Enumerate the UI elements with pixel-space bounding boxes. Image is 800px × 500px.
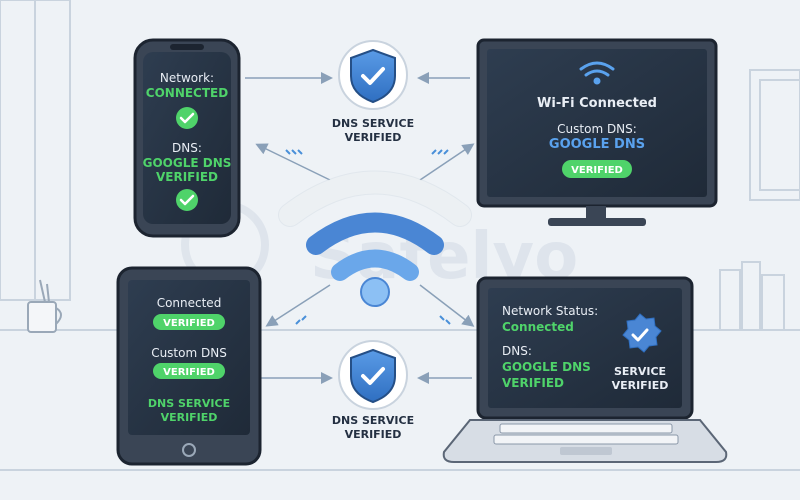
tablet-badge-2-text: VERIFIED: [163, 367, 215, 378]
phone-dns-value: GOOGLE DNS: [143, 156, 232, 170]
tablet-badge-2: [153, 363, 225, 379]
signal-chevrons: [285, 149, 451, 325]
monitor-device: Wi-Fi Connected Custom DNS: GOOGLE DNS V…: [476, 38, 718, 226]
monitor-verified-badge: [562, 160, 632, 178]
shield-bottom-label-1: DNS SERVICE: [332, 414, 414, 427]
tablet-badge-1-text: VERIFIED: [163, 318, 215, 329]
checkmark-icon: [361, 67, 385, 85]
keyboard: [493, 423, 679, 445]
dns-shield-bottom: DNS SERVICE VERIFIED: [332, 340, 414, 441]
laptop-network-label: Network Status:: [502, 304, 598, 318]
wifi-icon: [579, 61, 615, 85]
monitor-dns-label: Custom DNS:: [557, 122, 637, 136]
smartphone-device: Network: CONNECTED DNS: GOOGLE DNS VERIF…: [133, 38, 241, 238]
phone-dns-status: VERIFIED: [156, 170, 218, 184]
shield-top-label-1: DNS SERVICE: [332, 117, 414, 130]
monitor-dns-value: GOOGLE DNS: [549, 137, 645, 152]
phone-network-status: CONNECTED: [146, 86, 228, 100]
tablet-connection-label: Connected: [157, 296, 222, 310]
shield-top-label-2: VERIFIED: [345, 131, 402, 144]
phone-network-label: Network:: [160, 71, 214, 85]
laptop-dns-label: DNS:: [502, 344, 532, 358]
laptop-dns-status: VERIFIED: [502, 376, 564, 390]
tablet-device: Connected VERIFIED Custom DNS VERIFIED D…: [116, 266, 262, 466]
laptop-badge-label-2: VERIFIED: [612, 379, 669, 392]
tablet-badge-1: [153, 314, 225, 330]
monitor-verified-text: VERIFIED: [571, 165, 623, 176]
tablet-dns-label: Custom DNS: [151, 346, 227, 360]
laptop-dns-value: GOOGLE DNS: [502, 360, 591, 374]
monitor-wifi-status: Wi-Fi Connected: [537, 96, 657, 111]
laptop-network-status: Connected: [502, 320, 574, 334]
shield-bottom-label-2: VERIFIED: [345, 428, 402, 441]
laptop-badge-label-1: SERVICE: [614, 365, 666, 378]
dns-shield-top: DNS SERVICE VERIFIED: [332, 40, 414, 144]
home-button-icon: [182, 443, 196, 457]
check-circle-icon: [176, 189, 198, 211]
check-circle-icon: [176, 107, 198, 129]
laptop-device: Network Status: Connected DNS: GOOGLE DN…: [442, 276, 728, 463]
connector-arrows: [245, 72, 475, 384]
mug-decoration: [27, 279, 62, 333]
checkmark-icon: [361, 367, 385, 385]
tablet-dns-service: DNS SERVICE: [148, 397, 230, 410]
wifi-hub-icon: [278, 170, 472, 307]
tablet-dns-service-status: VERIFIED: [161, 411, 218, 424]
phone-dns-label: DNS:: [172, 141, 202, 155]
verified-badge-icon: [622, 313, 662, 353]
trackpad: [560, 447, 612, 455]
